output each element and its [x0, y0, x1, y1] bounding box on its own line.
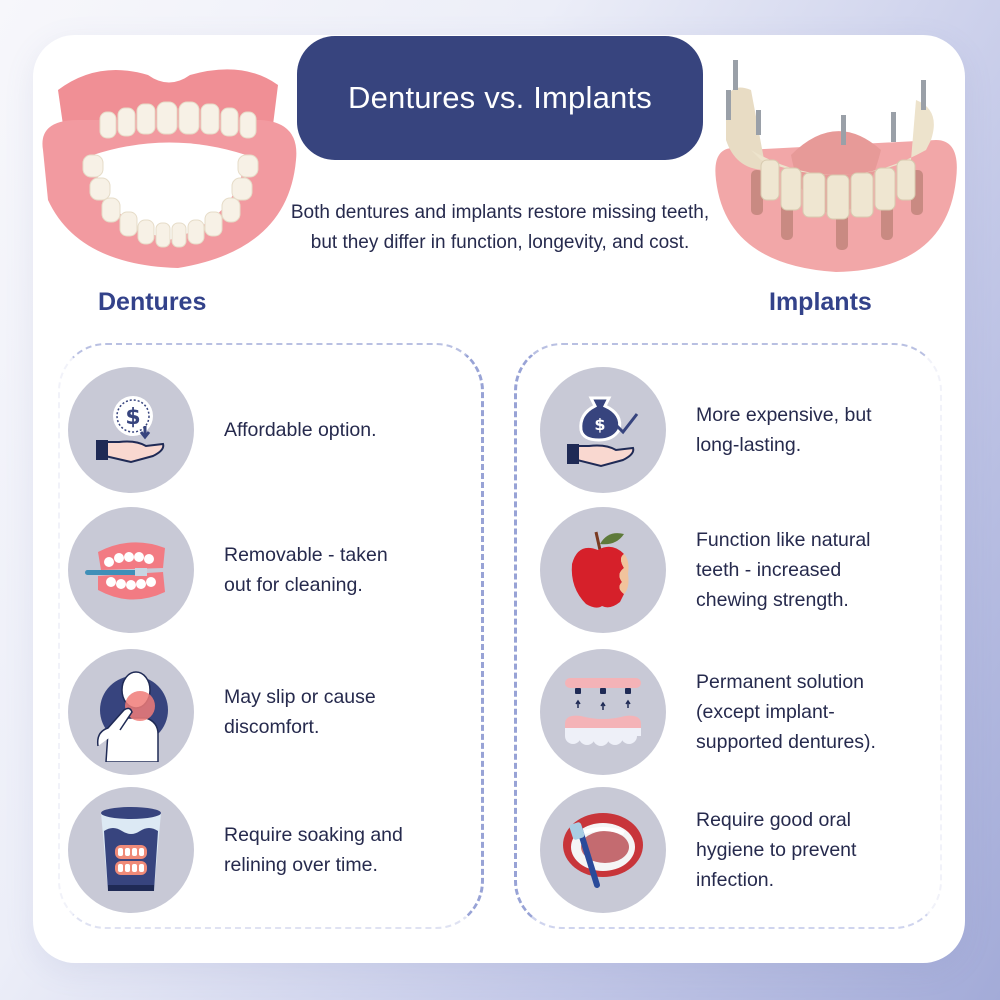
implants-photo	[715, 60, 957, 272]
dentures-photo	[42, 69, 297, 268]
item-text: Function like natural teeth - increased …	[696, 529, 871, 611]
item-text: Require good oral hygiene to prevent inf…	[696, 809, 857, 891]
implants-panel	[514, 343, 942, 929]
intro-text: Both dentures and implants restore missi…	[290, 202, 710, 253]
item-text: Require soaking and relining over time.	[224, 824, 403, 876]
item-text: More expensive, but long-lasting.	[696, 404, 872, 456]
implants-heading: Implants	[769, 288, 872, 316]
implants-item-expensive: $ More expensive, but long-lasting.	[540, 367, 872, 493]
svg-text:$: $	[125, 405, 140, 430]
item-text: Affordable option.	[224, 419, 377, 441]
dentures-item-soaking: Require soaking and relining over time.	[68, 787, 403, 913]
dentures-panel	[58, 343, 484, 929]
hand-dollar-down-icon: $	[68, 367, 194, 493]
implant-denture-attach-icon	[540, 649, 666, 775]
page-title: Dentures vs. Implants	[297, 36, 703, 160]
dentures-heading: Dentures	[98, 288, 207, 316]
item-text: Removable - taken out for cleaning.	[224, 544, 388, 596]
mouth-toothbrush-icon	[540, 787, 666, 913]
person-jaw-pain-icon	[68, 649, 194, 775]
denture-soaking-glass-icon	[68, 787, 194, 913]
denture-toothbrush-icon	[68, 507, 194, 633]
dentures-item-removable: Removable - taken out for cleaning.	[68, 507, 388, 633]
hand-money-bag-check-icon: $	[540, 367, 666, 493]
implants-item-permanent: Permanent solution (except implant- supp…	[540, 649, 876, 775]
implants-item-function: Function like natural teeth - increased …	[540, 507, 871, 633]
item-text: May slip or cause discomfort.	[224, 686, 376, 738]
item-text: Permanent solution (except implant- supp…	[696, 671, 876, 753]
dentures-item-discomfort: May slip or cause discomfort.	[68, 649, 376, 775]
implants-item-hygiene: Require good oral hygiene to prevent inf…	[540, 787, 856, 913]
svg-text:$: $	[594, 415, 605, 434]
bitten-apple-icon	[540, 507, 666, 633]
dentures-item-affordable: $ Affordable option.	[68, 367, 377, 493]
